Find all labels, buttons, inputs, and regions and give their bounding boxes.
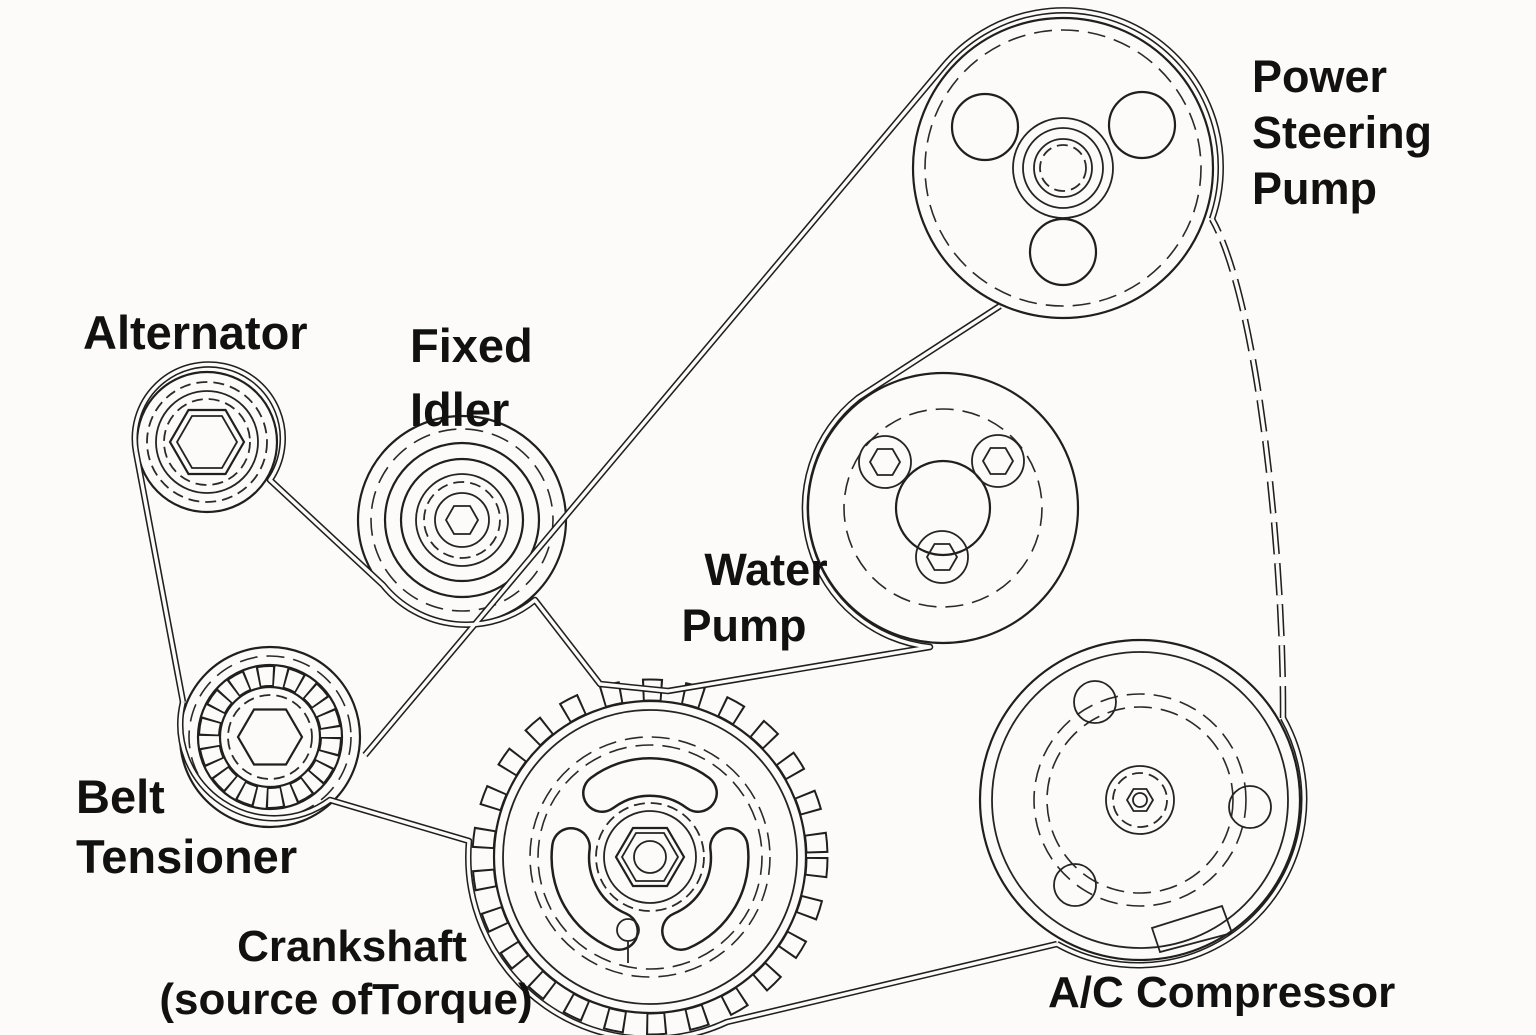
power-steering-pump-label: Power — [1252, 51, 1387, 102]
water-pump-bolt — [858, 435, 912, 489]
alternator-pulley — [135, 370, 279, 514]
belt-tensioner-label: Belt — [76, 770, 165, 823]
crankshaft-label: Crankshaft — [237, 922, 467, 971]
fixed-idler-label: Idler — [410, 383, 509, 436]
power-steering-pump-label: Pump — [1252, 163, 1377, 214]
alternator-label: Alternator — [83, 306, 308, 359]
belt-tensioner-label: Tensioner — [76, 830, 297, 883]
water-pump-pulley — [806, 371, 1080, 645]
fixed-idler-label: Fixed — [410, 319, 533, 372]
ac-compressor-pulley — [978, 638, 1302, 962]
serpentine-belt — [131, 7, 1308, 1035]
labels: Alternator Fixed Idler Power Steering Pu… — [76, 51, 1432, 1024]
water-pump-label: Pump — [681, 600, 806, 651]
crankshaft-slots — [550, 757, 750, 951]
water-pump-bolt — [915, 530, 969, 584]
water-pump-label: Water — [704, 544, 827, 595]
power-steering-pump-label: Steering — [1252, 107, 1432, 158]
power-steering-pump-pulley — [911, 16, 1215, 320]
water-pump-bolt — [971, 434, 1025, 488]
ac-compressor-tab — [1150, 904, 1234, 954]
ac-compressor-label: A/C Compressor — [1048, 968, 1395, 1017]
crankshaft-label: (source ofTorque) — [159, 975, 532, 1024]
crankshaft-pulley — [471, 678, 829, 1035]
